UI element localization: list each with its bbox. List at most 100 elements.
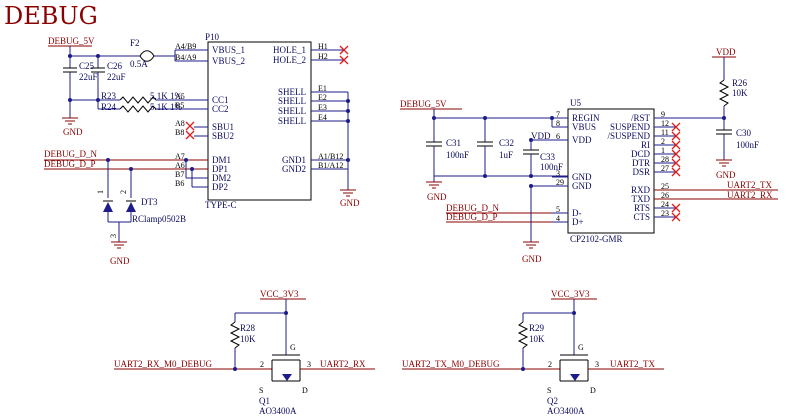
bridge-pin-name-r5: DTR — [632, 158, 650, 168]
r24-value: 5.1K 1% — [150, 102, 182, 112]
bridge-pin-num-l4: 29 — [556, 178, 564, 187]
c33-ref: C33 — [540, 152, 556, 162]
usb-pin-name-r7: GND2 — [282, 164, 306, 174]
shifter2-q-part: AO3400A — [547, 406, 585, 416]
bridge-pin-name-r0: /RST — [631, 113, 651, 123]
usb-pin-name-r6: GND1 — [282, 155, 306, 165]
bridge-no-connects — [671, 122, 681, 222]
c32-value: 1uF — [499, 150, 513, 160]
usb-pin-name-dp2: DP2 — [212, 182, 228, 192]
usb-net-dn: DEBUG_D_N — [44, 149, 97, 159]
bridge-pin-name-r1: SUSPEND — [610, 122, 651, 132]
hole-no-connect — [339, 45, 349, 65]
tvs-pin3: 3 — [109, 234, 118, 238]
bridge-pin-name-r10: CTS — [633, 212, 650, 222]
c33-value: 100nF — [540, 162, 563, 172]
usb-pin-num-b7: B7 — [175, 170, 184, 179]
usb-pin-name-r1: HOLE_2 — [273, 55, 306, 65]
c31-value: 100nF — [446, 150, 469, 160]
shifter2-pin2: 2 — [548, 360, 552, 369]
usb-pin-name-cc1: CC1 — [212, 95, 229, 105]
usb-pin-name-vbus-1: VBUS_1 — [212, 45, 245, 55]
r24-ref: R24 — [101, 102, 117, 112]
level-shifter-tx: VCC_3V3 R29 10K UART2_TX_M0_DEBUG 2 G 3 … — [402, 289, 664, 416]
bridge-pin-name-r4: DCD — [631, 149, 651, 159]
bridge-net-tx: UART2_TX — [727, 180, 772, 190]
c30-value: 100nF — [736, 140, 759, 150]
bridge-pin-name-r9: RTS — [634, 203, 650, 213]
usb-pin-num-r2: E1 — [318, 84, 327, 93]
shifter1-pin3: 3 — [307, 360, 311, 369]
shifter1-q-part: AO3400A — [259, 406, 297, 416]
usb-pin-num-a7: A7 — [175, 152, 185, 161]
bridge-net-dp: DEBUG_D_P — [446, 212, 498, 222]
shifter1-pin2: 2 — [260, 360, 264, 369]
c25-value: 22uF — [79, 72, 98, 82]
bridge-pin-name-r8: TXD — [632, 194, 651, 204]
shifter2-pin-d: D — [590, 386, 596, 395]
usb-pin-num-a6: A6 — [175, 161, 185, 170]
usb-pin-name-sbu1: SBU1 — [212, 122, 234, 132]
bridge-pin-name-l6: D+ — [572, 217, 584, 227]
bridge-pin-num-r7: 25 — [661, 182, 669, 191]
r26-symbol — [718, 79, 730, 107]
shifter1-r-value: 10K — [240, 334, 256, 344]
usb-pin-name-r2: SHELL — [278, 87, 306, 97]
c26-value: 22uF — [107, 72, 126, 82]
usb-pin-name-r0: HOLE_1 — [273, 45, 306, 55]
shifter2-vcc: VCC_3V3 — [551, 289, 590, 299]
bridge-gnd-3: GND — [716, 170, 736, 180]
tvs-ref: DT3 — [141, 197, 158, 207]
shifter2-pin3: 3 — [595, 360, 599, 369]
tvs-pin1: 1 — [96, 190, 105, 194]
usb-pin-name-dp1: DP1 — [212, 164, 228, 174]
bridge-pin-num-l1: 8 — [556, 119, 560, 128]
bridge-gnd-1: GND — [427, 192, 447, 202]
bridge-pin-num-l0: 7 — [556, 110, 560, 119]
c26-ref: C26 — [107, 61, 123, 71]
sheet-title: DEBUG — [4, 2, 98, 30]
bridge-pin-num-r1: 12 — [661, 119, 669, 128]
usb-pin-num-a8: A8 — [175, 119, 185, 128]
usb-pin-num-b5: B5 — [175, 101, 184, 110]
usb-gnd-3: GND — [340, 198, 360, 208]
bridge-pin-name-r3: RI — [641, 140, 650, 150]
bridge-pin-num-r6: 27 — [661, 164, 669, 173]
shifter2-r-ref: R29 — [529, 323, 545, 333]
sbu-no-connect — [185, 121, 195, 140]
shifter2-net-out: UART2_TX — [610, 359, 655, 369]
r23-value: 5.1K 1% — [150, 91, 182, 101]
usb-pin-name-r3: SHELL — [278, 96, 306, 106]
usb-pin-name-vbus-2: VBUS_2 — [212, 56, 245, 66]
shifter1-net-out: UART2_RX — [320, 359, 366, 369]
bridge-part: CP2102-GMR — [570, 234, 623, 244]
usb-connector-section: DEBUG_5V F2 0.5A C25 22uF C26 22uF — [44, 32, 360, 266]
usb-ref: P10 — [205, 32, 220, 42]
shifter1-pin-g: G — [290, 343, 296, 352]
shifter1-pin-d: D — [302, 386, 308, 395]
r23-symbol — [119, 96, 157, 104]
bridge-vdd-net: VDD — [531, 131, 551, 141]
bridge-pin-num-r9: 24 — [661, 200, 669, 209]
c25-ref: C25 — [79, 61, 95, 71]
tvs-part: RClamp0502B — [132, 214, 186, 224]
shifter2-r-value: 10K — [529, 334, 545, 344]
shifter2-net-in: UART2_TX_M0_DEBUG — [402, 359, 500, 369]
c31-ref: C31 — [446, 138, 461, 148]
shifter2-pin-g: G — [578, 343, 584, 352]
tvs-pin2: 2 — [119, 190, 128, 194]
usb-pin-num-r4: E3 — [318, 103, 327, 112]
usb-pin-num-r1: H2 — [318, 52, 328, 61]
shifter1-pin-s: S — [259, 386, 263, 395]
bridge-pin-num-l5: 5 — [556, 205, 560, 214]
usb-pin-name-cc2: CC2 — [212, 104, 229, 114]
usb-pin-name-r4: SHELL — [278, 106, 306, 116]
bridge-pin-name-l2: VDD — [572, 135, 592, 145]
usb-pin-name-r5: SHELL — [278, 116, 306, 126]
c32-ref: C32 — [499, 138, 514, 148]
usb-typec-box — [207, 41, 312, 201]
r26-ref: R26 — [732, 78, 748, 88]
